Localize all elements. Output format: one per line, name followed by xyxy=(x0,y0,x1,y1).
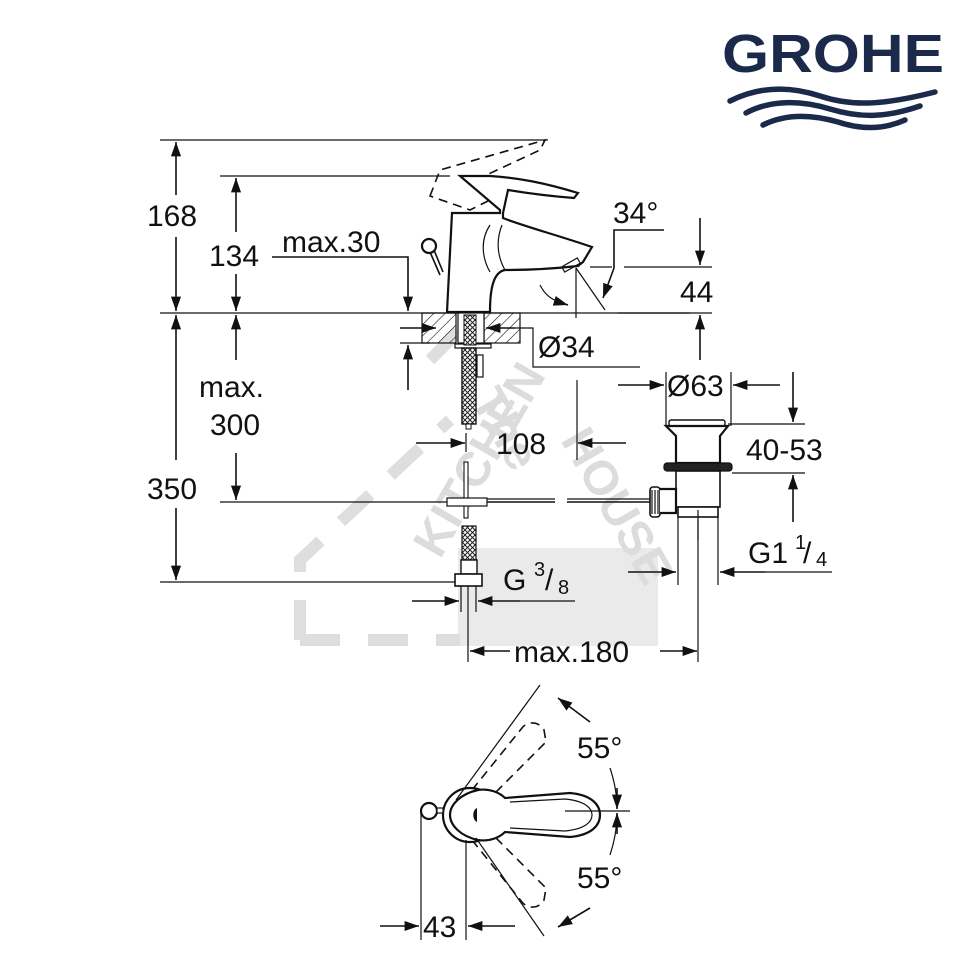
dim-g114-main: G1 xyxy=(748,537,788,570)
wave-icon xyxy=(727,86,938,131)
dim-max300-label-2: 300 xyxy=(210,409,260,442)
waste-valve xyxy=(649,419,733,585)
watermark: The KITCHEN HOUSE xyxy=(294,315,682,646)
dim-d63-label: Ø63 xyxy=(667,370,724,403)
brand-name: GROHE xyxy=(722,24,944,84)
dim-350: 350 xyxy=(147,315,197,580)
dim-108: 108 xyxy=(416,380,626,461)
dim-max30-label: max.30 xyxy=(282,226,380,259)
dim-g114-den: 4 xyxy=(816,549,827,571)
dim-134: 134 xyxy=(209,178,259,311)
svg-text:/: / xyxy=(545,564,554,597)
dim-168: 168 xyxy=(147,142,197,311)
dim-44-label: 44 xyxy=(680,276,713,309)
dim-g38-num: 3 xyxy=(534,559,545,581)
dim-40-53: 40-53 xyxy=(728,372,823,522)
dim-134-label: 134 xyxy=(209,240,259,273)
dim-34deg-label: 34° xyxy=(613,197,658,230)
grohe-logo: GROHE xyxy=(722,24,944,131)
dim-108-label: 108 xyxy=(496,428,546,461)
dim-350-label: 350 xyxy=(147,473,197,506)
dim-55deg-bottom-label: 55° xyxy=(577,862,622,895)
dim-55deg-top-label: 55° xyxy=(577,732,622,765)
dim-d34-label: Ø34 xyxy=(538,331,595,364)
dim-g38-den: 8 xyxy=(558,577,569,599)
dim-43: 43 xyxy=(380,811,515,944)
dim-168-label: 168 xyxy=(147,200,197,233)
dim-g38-main: G xyxy=(503,564,526,597)
faucet-side-view xyxy=(420,138,594,314)
dim-max30: max.30 xyxy=(272,226,430,390)
dim-max180-label: max.180 xyxy=(514,636,629,669)
dim-max180: max.180 xyxy=(470,520,699,669)
dim-max300-label-1: max. xyxy=(199,371,264,404)
dim-d63: Ø63 xyxy=(618,370,780,426)
popup-linkage xyxy=(446,461,650,519)
dim-g114: G1 1 / 4 xyxy=(628,532,832,578)
faucet-top-view xyxy=(419,722,630,908)
dim-rotation-angles: 55° 55° xyxy=(455,684,622,937)
dim-40-53-label: 40-53 xyxy=(746,434,823,467)
svg-text:/: / xyxy=(803,537,812,570)
dim-g114-num: 1 xyxy=(795,532,806,554)
dim-spout: 34° 44 xyxy=(575,197,713,360)
supply-hose-connector: G 3 / 8 xyxy=(412,525,575,662)
dim-43-label: 43 xyxy=(423,911,456,944)
dim-max300: max. 300 xyxy=(199,315,264,500)
deck-mount: Ø34 xyxy=(400,312,640,430)
